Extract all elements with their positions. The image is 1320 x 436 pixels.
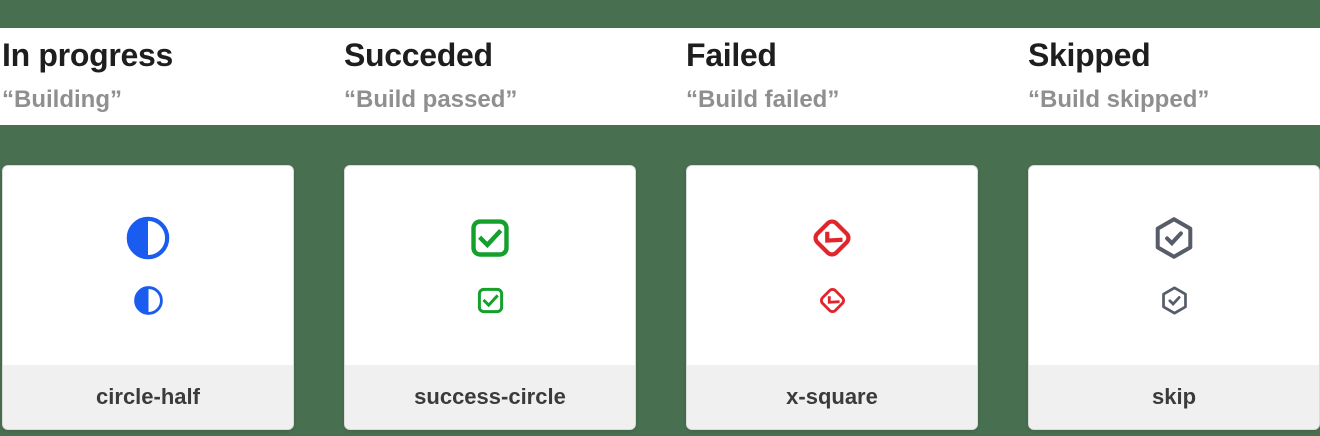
icon-area <box>345 166 635 365</box>
status-subtitle: “Build failed” <box>686 86 840 114</box>
circle-half-icon <box>126 216 170 260</box>
icon-card-x-square: x-square <box>686 164 978 430</box>
status-column-failed: Failed “Build failed” x-square <box>686 37 978 430</box>
status-column-in-progress: In progress “Building” circle-half <box>2 37 294 430</box>
skip-icon <box>1155 216 1193 259</box>
icon-card-circle-half: circle-half <box>2 164 294 430</box>
icon-name-label: x-square <box>687 364 977 429</box>
success-circle-icon <box>471 219 509 257</box>
icon-name-label: circle-half <box>3 364 293 429</box>
icon-name-label: success-circle <box>345 364 635 429</box>
status-subtitle: “Build passed” <box>344 86 518 114</box>
status-title: Skipped <box>1028 37 1151 73</box>
x-square-icon <box>813 219 851 257</box>
status-subtitle: “Building” <box>2 86 122 114</box>
circle-half-icon-small <box>133 285 163 315</box>
status-title: In progress <box>2 37 173 73</box>
status-title: Succeded <box>344 37 493 73</box>
icon-area <box>1029 166 1319 365</box>
icon-card-skip: skip <box>1028 164 1320 430</box>
status-columns: In progress “Building” circle-half Succe… <box>2 37 1320 430</box>
status-column-skipped: Skipped “Build skipped” skip <box>1028 37 1320 430</box>
skip-icon-small <box>1161 286 1187 315</box>
heading-band <box>0 28 1320 125</box>
status-subtitle: “Build skipped” <box>1028 86 1210 114</box>
x-square-icon-small <box>819 287 845 313</box>
icon-area <box>3 166 293 365</box>
status-column-succeded: Succeded “Build passed” success-circle <box>344 37 636 430</box>
success-circle-icon-small <box>477 287 503 313</box>
status-title: Failed <box>686 37 777 73</box>
icon-area <box>687 166 977 365</box>
icon-name-label: skip <box>1029 364 1319 429</box>
icon-card-success-circle: success-circle <box>344 164 636 430</box>
